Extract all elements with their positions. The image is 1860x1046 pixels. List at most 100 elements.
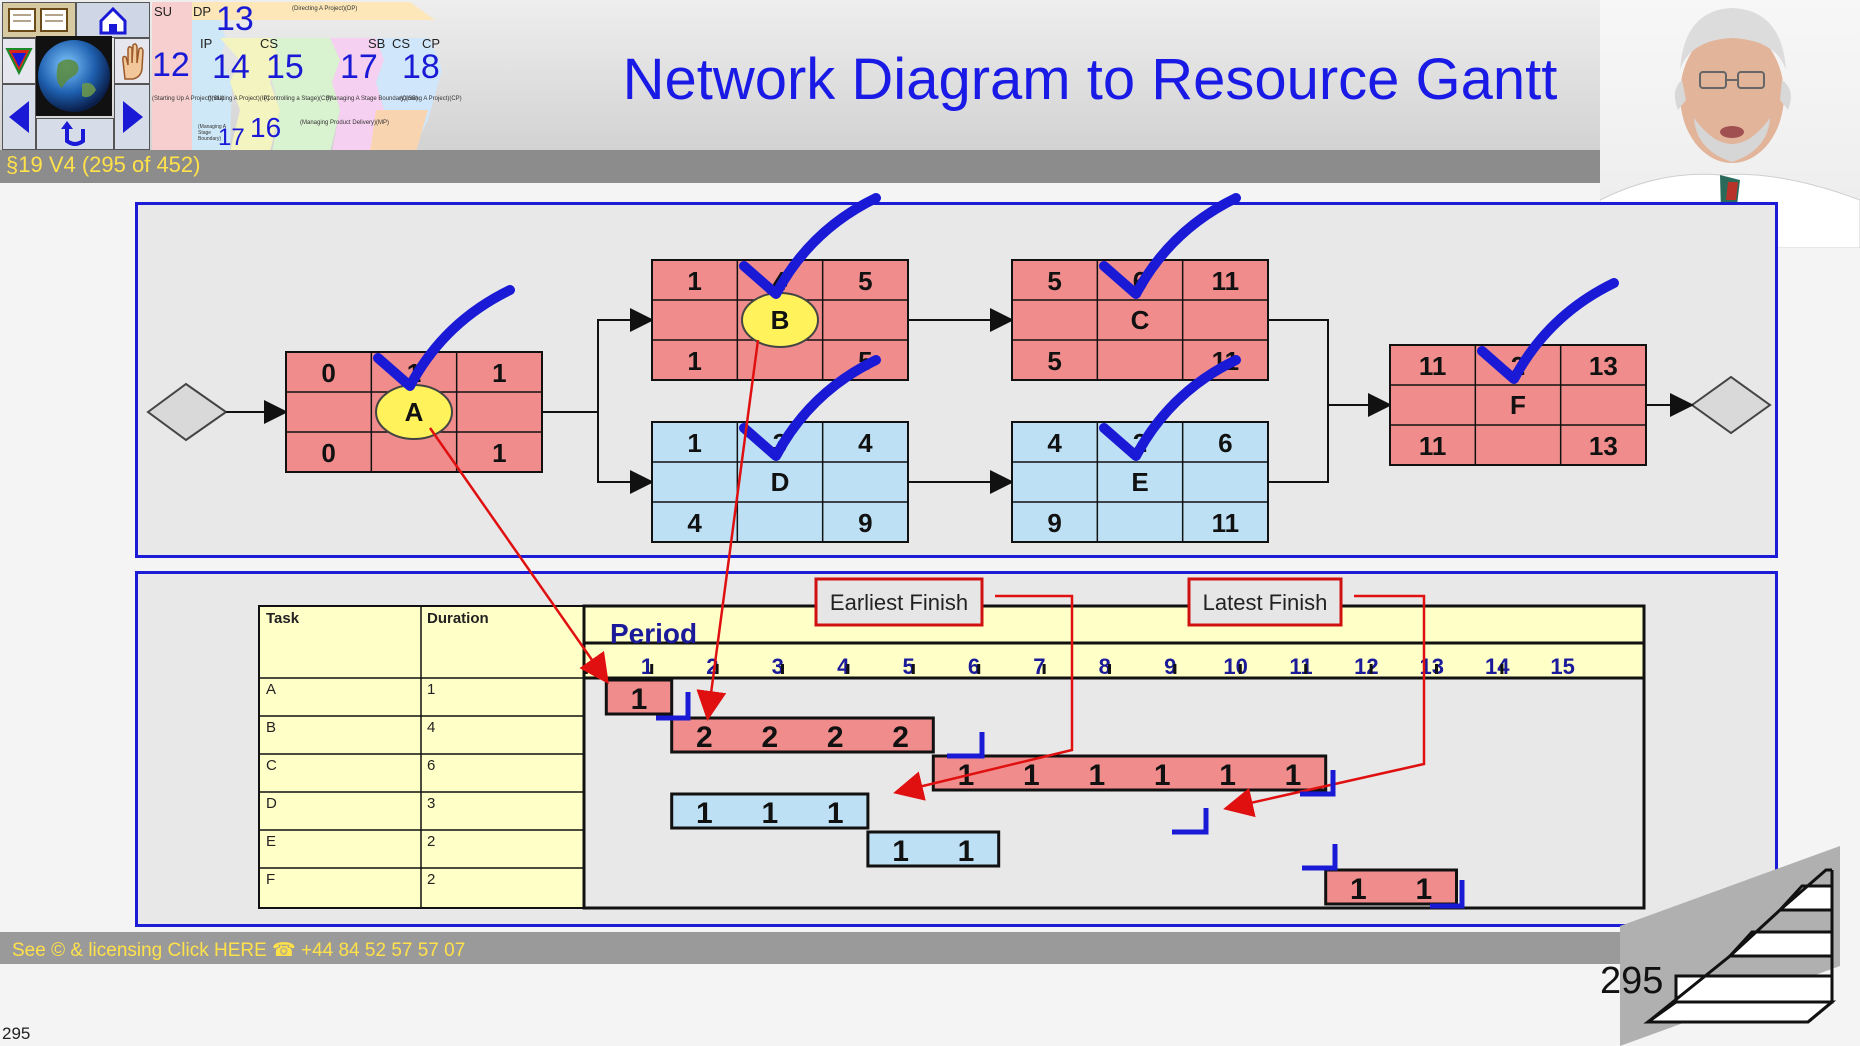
- period-label-8: 8: [1099, 654, 1111, 679]
- corner-page-number: 295: [2, 1024, 31, 1043]
- page-number: 295: [1600, 960, 1664, 1002]
- earliest-finish: 5: [858, 266, 872, 296]
- stage-abbr-dp: DP: [193, 4, 212, 19]
- stage-desc-mp: (Managing Product Delivery)(MP): [300, 120, 390, 126]
- stage-num-cp[interactable]: 18: [402, 48, 440, 86]
- period-label-9: 9: [1164, 654, 1176, 679]
- task-cell: C: [266, 757, 277, 774]
- earliest-start: 0: [321, 358, 335, 388]
- end-milestone: [1690, 375, 1772, 435]
- resource-value: 2: [696, 721, 713, 754]
- stage-num-dp[interactable]: 13: [216, 0, 254, 38]
- task-cell: A: [266, 681, 276, 698]
- period-label-3: 3: [772, 654, 784, 679]
- resource-value: 1: [892, 835, 909, 868]
- earliest-finish: 6: [1218, 428, 1232, 458]
- stage-num-su[interactable]: 12: [152, 46, 190, 84]
- stage-num-ip[interactable]: 14: [212, 48, 250, 86]
- hand-icon[interactable]: [114, 38, 150, 84]
- earliest-finish: 13: [1589, 351, 1618, 381]
- latest-finish: 13: [1589, 431, 1618, 461]
- period-label-1: 1: [641, 654, 653, 679]
- home-icon[interactable]: [76, 2, 150, 38]
- task-column-header: Task: [266, 610, 300, 627]
- stage-num-mp[interactable]: 16: [250, 112, 282, 143]
- latest-start: 5: [1047, 346, 1061, 376]
- period-label-12: 12: [1354, 654, 1378, 679]
- earliest-start: 1: [687, 266, 701, 296]
- period-label-15: 15: [1550, 654, 1574, 679]
- duration-cell: 2: [427, 871, 435, 888]
- stage-num-cs[interactable]: 15: [266, 48, 304, 86]
- stage-num-sb[interactable]: 17: [340, 48, 378, 86]
- return-icon[interactable]: [36, 118, 114, 150]
- network-connectors: [226, 308, 1694, 494]
- gantt-bar-a: 1: [604, 678, 674, 716]
- globe-icon[interactable]: [36, 36, 112, 116]
- stage-num-extra[interactable]: 17: [218, 124, 245, 151]
- book-icon[interactable]: [2, 2, 76, 38]
- resource-value: 2: [892, 721, 909, 754]
- task-id: E: [1131, 467, 1148, 497]
- resource-value: 1: [1415, 873, 1432, 906]
- period-label-6: 6: [968, 654, 980, 679]
- task-cell: B: [266, 719, 276, 736]
- period-label-11: 11: [1289, 654, 1312, 679]
- stage-abbr-cp: CP: [422, 36, 441, 51]
- latest-start: 9: [1047, 508, 1061, 538]
- stage-abbr-ip: IP: [200, 36, 213, 51]
- period-label-5: 5: [902, 654, 914, 679]
- earliest-start: 11: [1419, 351, 1447, 381]
- staircase-logo: [1620, 846, 1840, 1046]
- earliest-finish: 11: [1212, 266, 1240, 296]
- task-cell: E: [266, 833, 276, 850]
- task-id: F: [1510, 390, 1526, 420]
- stage-desc-extra: (Managing A Stage Boundary): [198, 124, 226, 142]
- check-mark-f: [1477, 278, 1619, 384]
- duration-cell: 6: [427, 757, 435, 774]
- resource-value: 1: [761, 797, 778, 830]
- earliest-finish: 1: [492, 358, 506, 388]
- stage-abbr-cs: CS: [260, 36, 279, 51]
- latest-finish: 1: [492, 438, 506, 468]
- stage-desc-ip: (Initiating A Project)(IP): [208, 96, 270, 102]
- resource-value: 1: [1023, 759, 1040, 792]
- stage-desc-cp: (Closing A Project)(CP): [400, 96, 462, 102]
- resource-value: 1: [631, 683, 648, 716]
- stage-desc-sb: (Managing A Stage Boundary)(SB): [326, 96, 419, 102]
- check-mark-c: [1099, 193, 1241, 299]
- period-label-10: 10: [1223, 654, 1247, 679]
- resource-value: 1: [1154, 759, 1171, 792]
- nav-panel: SU 12 (Starting Up A Project)(SU) DP 13 …: [0, 0, 462, 151]
- check-mark-b: [739, 193, 881, 299]
- task-id: B: [771, 305, 790, 335]
- resource-value: 2: [761, 721, 778, 754]
- duration-column-header: Duration: [427, 610, 489, 627]
- duration-cell: 4: [427, 719, 435, 736]
- task-cell: F: [266, 871, 275, 888]
- latest-start: 11: [1419, 431, 1447, 461]
- float-markers: [656, 692, 1465, 909]
- forward-arrow-icon[interactable]: [114, 84, 150, 150]
- slide-reference: §19 V4 (295 of 452): [6, 152, 201, 177]
- latest-start: 1: [687, 346, 701, 376]
- resource-value: 1: [1285, 759, 1302, 792]
- earliest-start: 4: [1047, 428, 1062, 458]
- back-arrow-icon[interactable]: [2, 84, 36, 150]
- earliest-start: 5: [1047, 266, 1061, 296]
- check-mark-d: [739, 355, 881, 461]
- annotation-arrows: [428, 339, 1426, 818]
- licensing-link[interactable]: See © & licensing Click HERE ☎ +44 84 52…: [12, 940, 466, 961]
- footer-band: [0, 932, 1690, 964]
- stage-desc-dp: (Directing A Project)(DP): [292, 6, 358, 12]
- latest-finish: 9: [858, 508, 872, 538]
- slide-title: Network Diagram to Resource Gantt: [622, 47, 1558, 112]
- stage-desc-cs: (Controlling a Stage)(CS): [264, 96, 332, 102]
- slide-ref-band: [0, 150, 1860, 183]
